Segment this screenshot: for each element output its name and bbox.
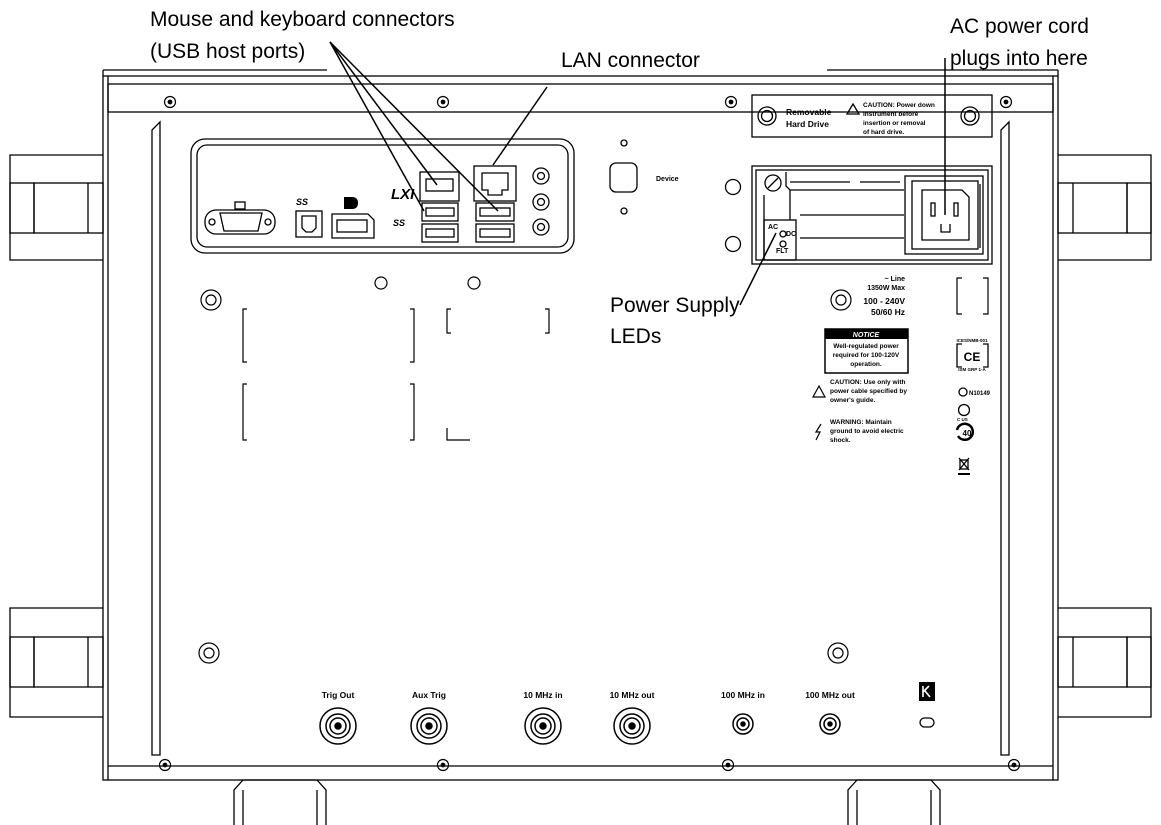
foot-right: [847, 779, 941, 825]
lxi-logo: LXI: [391, 186, 415, 203]
bnc-10mhz-out: [613, 707, 651, 745]
led-flt: FLT: [776, 248, 789, 255]
cert-n10149: N10149: [969, 391, 991, 397]
notice-title: NOTICE: [853, 332, 880, 339]
right-handle-bottom: [1057, 607, 1152, 718]
io-panel: [190, 138, 575, 254]
sma-100mhz-out: [819, 713, 841, 735]
knockout-panels: [242, 276, 550, 441]
callout-lan: LAN connector: [561, 49, 700, 72]
sma-100mhz-in: [732, 713, 754, 735]
callout-psu-line1: Power Supply: [610, 294, 740, 317]
caution-drive-4: of hard drive.: [863, 129, 904, 136]
superspeed-label-1: SS: [296, 197, 308, 207]
callout-ac-line2: plugs into here: [950, 47, 1088, 70]
usb-device-port: [609, 139, 742, 253]
label-100mhz-out: 100 MHz out: [805, 690, 855, 700]
label-10mhz-in: 10 MHz in: [523, 690, 562, 700]
cert-ce-top: ICES/NMB-001: [956, 338, 988, 343]
callout-lines: [329, 41, 946, 306]
caution-cable-2: power cable specified by: [830, 388, 907, 395]
bnc-10mhz-in: [524, 707, 562, 745]
notice-line-3: operation.: [850, 361, 882, 368]
callout-usb-line2: (USB host ports): [150, 40, 306, 63]
led-dc: DC: [786, 231, 796, 238]
notice-line-2: required for 100-120V: [833, 352, 900, 359]
usb-b-port: [295, 210, 323, 238]
caution-drive-1: CAUTION: Power down: [863, 102, 935, 109]
lan-port: [473, 165, 517, 243]
caution-cable-1: CAUTION: Use only with: [830, 379, 906, 386]
caution-drive-2: instrument before: [863, 111, 919, 118]
usb-device-label: Device: [656, 176, 679, 183]
superspeed-label-2: SS: [393, 218, 405, 228]
usb-a-ports-left: [419, 171, 460, 243]
notice-box: [824, 328, 909, 374]
led-ac: AC: [768, 224, 778, 231]
bnc-trig-out: [319, 707, 357, 745]
foot-left: [233, 779, 327, 825]
label-100mhz-in: 100 MHz in: [721, 690, 765, 700]
line-rating-4: 50/60 Hz: [871, 307, 905, 317]
audio-jacks: [532, 167, 550, 236]
line-rating-bracket: [956, 277, 989, 315]
right-handle-top: [1057, 154, 1152, 261]
hard-drive-line1: Removable: [786, 107, 832, 117]
warning-ground-1: WARNING: Maintain: [830, 419, 892, 426]
callout-usb-line1: Mouse and keyboard connectors: [150, 8, 455, 31]
security-lock-slot: [919, 682, 935, 728]
warning-ground-2: ground to avoid electric: [830, 428, 904, 435]
hard-drive-bay: [751, 94, 993, 138]
caution-drive-3: insertion or removal: [863, 120, 926, 127]
displayport-port: [331, 197, 375, 239]
warning-icons: [811, 384, 827, 441]
label-aux-trig: Aux Trig: [412, 690, 446, 700]
vga-port: [204, 201, 276, 235]
callout-psu-line2: LEDs: [610, 325, 662, 348]
cert-csa: C US: [957, 417, 968, 422]
line-rating-3: 100 - 240V: [863, 296, 905, 306]
certification-marks: [955, 343, 989, 475]
line-rating-2: 1350W Max: [867, 285, 905, 292]
notice-line-1: Well-regulated power: [833, 343, 899, 350]
caution-cable-3: owner's guide.: [830, 397, 875, 404]
label-10mhz-out: 10 MHz out: [610, 690, 655, 700]
callout-ac-line1: AC power cord: [950, 15, 1089, 38]
eco-years: 40: [963, 429, 972, 438]
hard-drive-line2: Hard Drive: [786, 119, 829, 129]
screw-icons: [158, 95, 1021, 772]
bnc-aux-trig: [410, 707, 448, 745]
warning-ground-3: shock.: [830, 437, 851, 444]
cert-ce: CE: [964, 350, 981, 364]
left-handle-bottom: [9, 607, 104, 718]
bnc-connectors: [319, 707, 841, 745]
chassis-outline: [102, 69, 1059, 781]
left-handle-top: [9, 154, 104, 261]
label-trig-out: Trig Out: [322, 690, 355, 700]
cert-ce-bottom: ISM GRP 1-A: [958, 367, 986, 372]
line-rating-1: ~ Line: [885, 276, 906, 283]
